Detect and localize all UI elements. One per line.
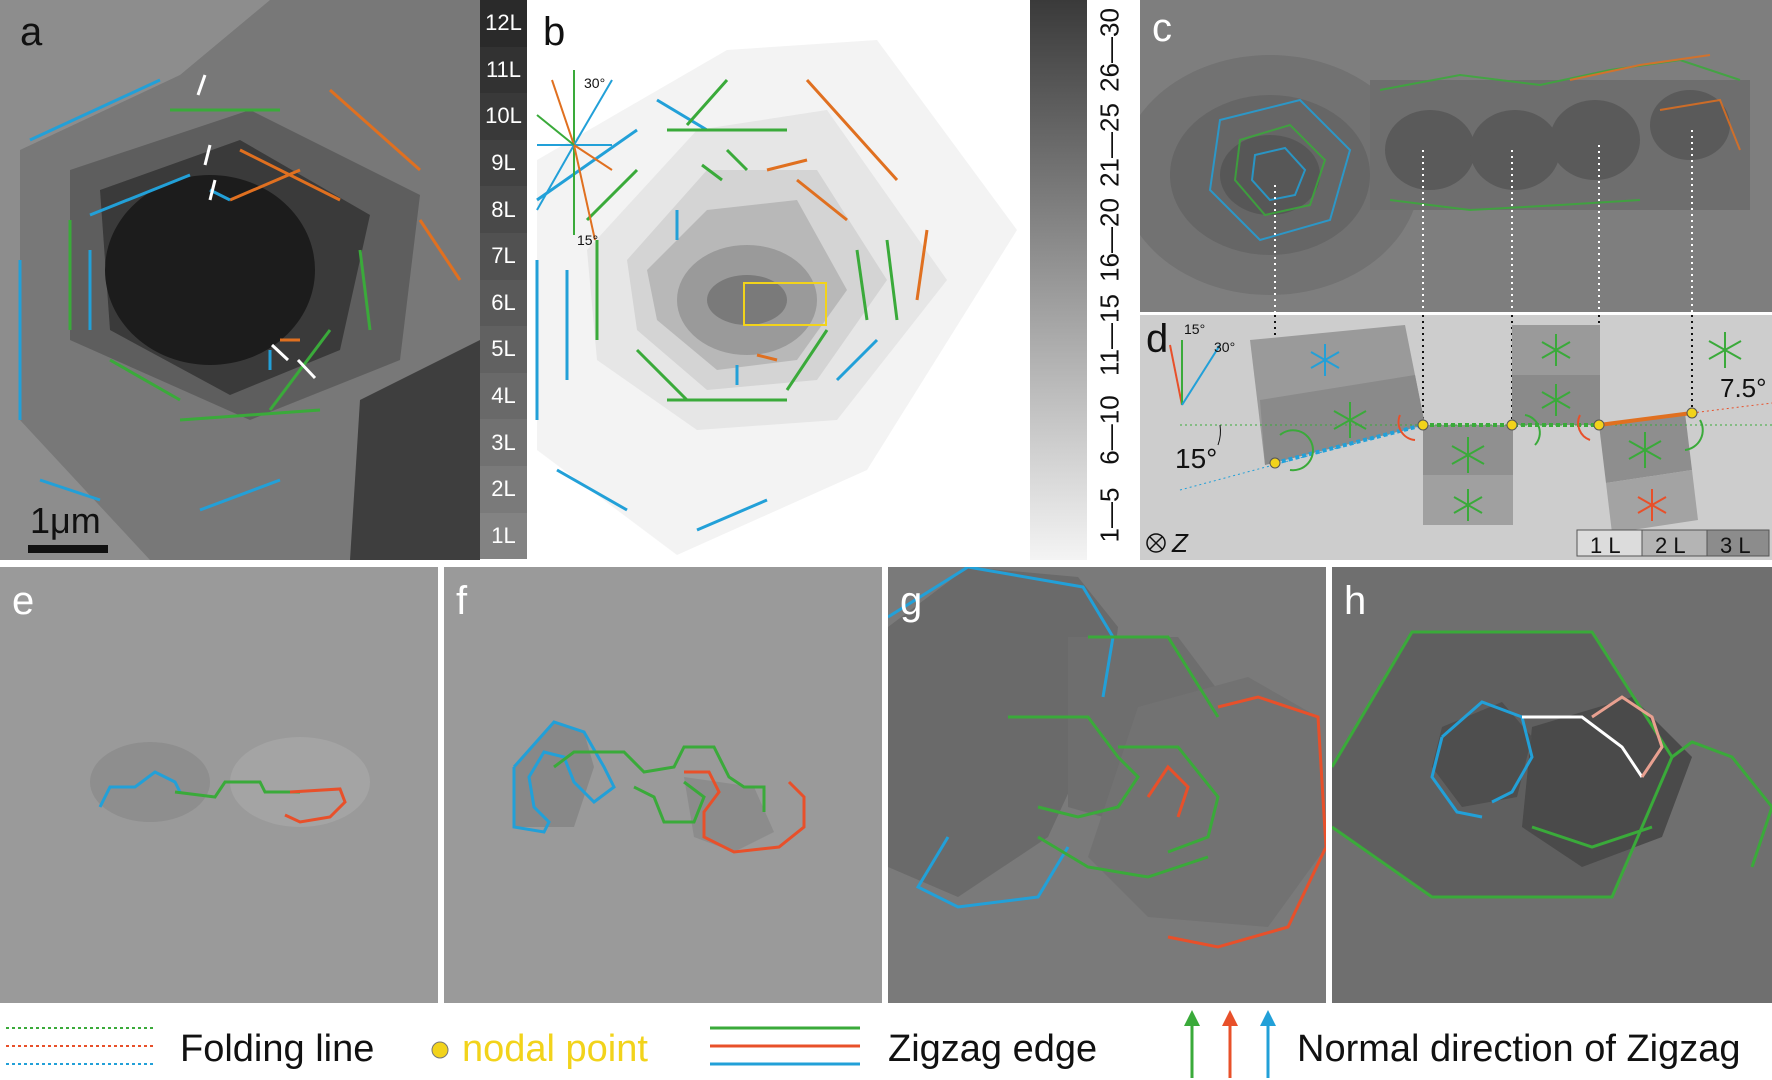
legend-normal-direction-arrows (1184, 1010, 1276, 1078)
d-layer-key-2: 2 L (1655, 533, 1686, 558)
d-angle-15: 15° (1184, 321, 1206, 337)
legend-nodal-point-label: nodal point (462, 1028, 648, 1070)
panel-g-image (888, 567, 1326, 949)
panel-d-image (1146, 315, 1772, 557)
layer-scale-cell: 10L (480, 93, 527, 140)
layer-scale-cell: 6L (480, 279, 527, 327)
d-layer-key-1: 1 L (1590, 533, 1621, 558)
panel-e-image (90, 737, 370, 827)
panel-g: g (888, 567, 1326, 1003)
layer-scale-cell: 3L (480, 419, 527, 466)
height-scale-label: 1—5 (1094, 487, 1125, 543)
legend-zigzag-edge-swatch (710, 1026, 860, 1066)
panel-d-label: d (1146, 317, 1169, 361)
legend-zigzag-edge-label: Zigzag edge (888, 1028, 1098, 1070)
legend-nodal-point-swatch (431, 1041, 449, 1059)
panel-c: c (1140, 0, 1772, 312)
d-angle-30: 30° (1214, 339, 1236, 355)
legend-folding-line-label: Folding line (180, 1028, 375, 1070)
compass-angle-top: 30° (584, 75, 606, 91)
layer-scale-cell: 4L (480, 372, 527, 420)
height-scale-label: 11—15 (1094, 294, 1125, 376)
panel-a-label: a (20, 10, 43, 54)
panel-g-label: g (900, 579, 923, 623)
layer-scale-cell: 1L (480, 512, 527, 560)
panel-b: b 30° 15° (527, 0, 1030, 560)
height-scale-labels: 26—30 21—25 16—20 11—15 6—10 1—5 (1087, 0, 1133, 560)
d-axis-z: Z (1172, 528, 1188, 558)
height-scale-bar (1030, 0, 1087, 560)
height-scale-label: 26—30 (1094, 8, 1125, 92)
d-angle-left: 15° (1175, 443, 1218, 474)
panel-h-label: h (1344, 579, 1367, 623)
panel-f-label: f (456, 579, 468, 623)
panel-a: a 1μm (0, 0, 480, 560)
legend: Folding line nodal point Zigzag edge Nor… (0, 1010, 1772, 1080)
panel-b-label: b (543, 10, 566, 54)
panel-c-image (1140, 54, 1750, 312)
panel-e-label: e (12, 579, 35, 623)
d-layer-key-3: 3 L (1720, 533, 1751, 558)
layer-scale-cell: 11L (480, 46, 527, 94)
scalebar-line (28, 545, 108, 553)
height-scale-label: 21—25 (1094, 103, 1125, 187)
layer-scale-cell: 9L (480, 139, 527, 187)
panel-a-image (18, 0, 480, 560)
height-scale-label: 16—20 (1094, 198, 1125, 282)
panel-d: d 15° 30° 15° 7.5° Z 1 L 2 L 3 L (1140, 315, 1772, 560)
panel-b-image (535, 40, 1017, 555)
scalebar-label: 1μm (30, 500, 101, 541)
layer-scale-cell: 7L (480, 233, 527, 280)
d-angle-right: 7.5° (1720, 373, 1767, 403)
layer-scale: 12L 11L 10L 9L 8L 7L 6L 5L 4L 3L 2L 1L (480, 0, 527, 560)
compass-angle-bottom: 15° (577, 232, 599, 248)
layer-scale-cell: 8L (480, 186, 527, 233)
panel-f: f (444, 567, 882, 1003)
panel-h: h (1332, 567, 1772, 1003)
legend-normal-direction-label: Normal direction of Zigzag (1297, 1028, 1741, 1070)
legend-folding-line-swatch (6, 1027, 156, 1065)
height-scale-label: 6—10 (1094, 395, 1125, 465)
panel-e: e (0, 567, 438, 1003)
layer-scale-cell: 12L (480, 0, 527, 47)
layer-scale-cell: 5L (480, 326, 527, 373)
panel-c-label: c (1152, 6, 1172, 50)
normal-arrows (1310, 332, 1742, 521)
panel-h-image (1332, 630, 1772, 899)
panel-f-image (512, 720, 806, 854)
compass-rose (536, 70, 613, 241)
layer-scale-cell: 2L (480, 466, 527, 513)
